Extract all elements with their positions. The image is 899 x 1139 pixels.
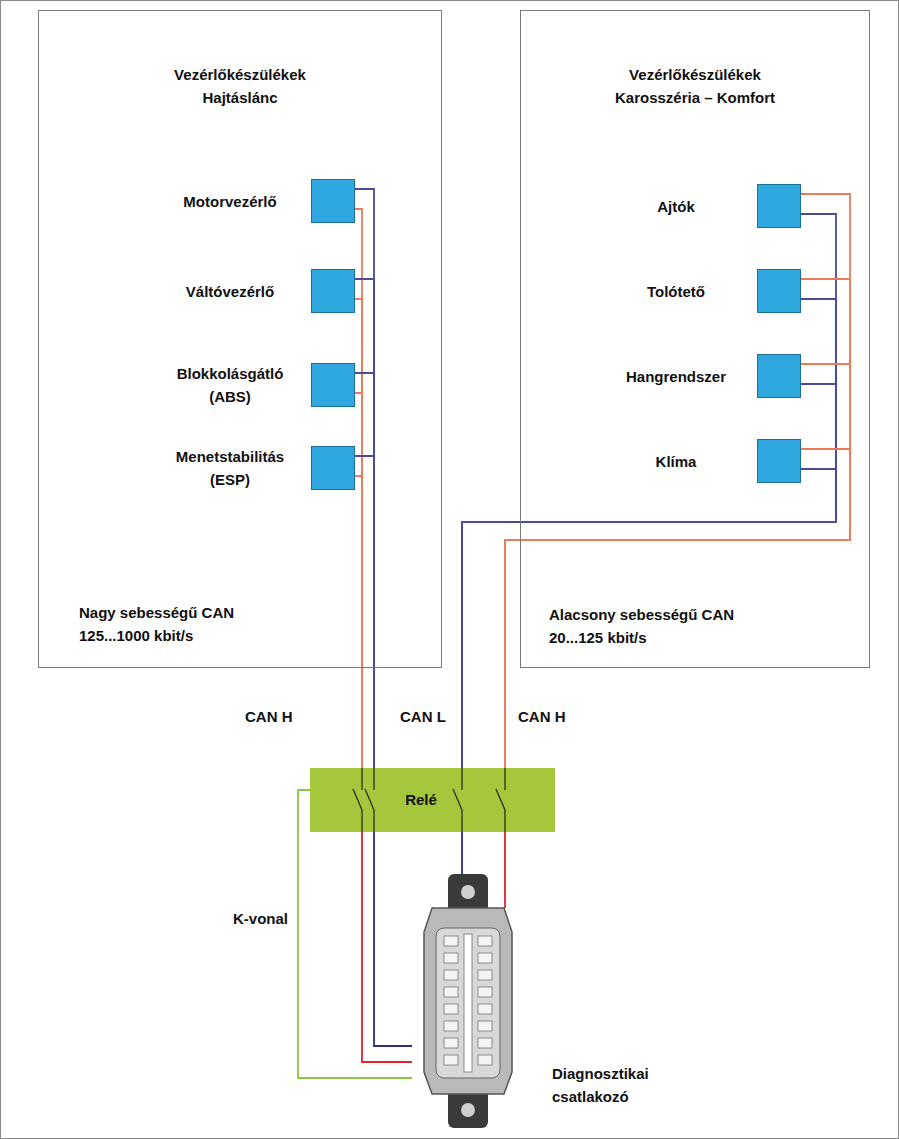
relay-label: Relé bbox=[382, 788, 460, 811]
control-unit-label: Hangrendszer bbox=[610, 365, 742, 388]
bus-wire bbox=[355, 456, 374, 768]
control-unit: Hangrendszer bbox=[757, 354, 801, 398]
bus-speed-note: Nagy sebességű CAN 125...1000 kbit/s bbox=[79, 601, 269, 647]
group-title: Vezérlőkészülékek Karosszéria – Komfort bbox=[595, 63, 795, 109]
control-unit: Menetstabilitás (ESP) bbox=[311, 446, 355, 490]
signal-name: CAN H bbox=[243, 708, 295, 725]
bus-wire bbox=[298, 790, 412, 1078]
control-unit: Motorvezérlő bbox=[311, 179, 355, 223]
ecu-group-box: Vezérlőkészülékek HajtásláncNagy sebessé… bbox=[38, 10, 442, 668]
relay-box: Relé bbox=[310, 768, 555, 832]
control-unit-label: Tolótető bbox=[610, 280, 742, 303]
bus-speed-note: Alacsony sebességű CAN 20...125 kbit/s bbox=[549, 603, 739, 649]
ecu-group-box: Vezérlőkészülékek Karosszéria – KomfortA… bbox=[520, 10, 870, 668]
bus-wire bbox=[362, 832, 412, 1062]
bus-wire bbox=[355, 279, 374, 768]
control-unit-label: Ajtók bbox=[610, 195, 742, 218]
group-title: Vezérlőkészülékek Hajtáslánc bbox=[140, 63, 340, 109]
obd-connector-drawing bbox=[412, 872, 524, 1130]
control-unit: Ajtók bbox=[757, 184, 801, 228]
control-unit-label: Váltóvezérlő bbox=[164, 280, 296, 303]
control-unit-label: Blokkolásgátló (ABS) bbox=[164, 362, 296, 408]
bus-wire bbox=[355, 373, 374, 768]
signal-name: CAN H bbox=[516, 708, 568, 725]
control-unit: Váltóvezérlő bbox=[311, 269, 355, 313]
connector-label: Diagnosztikai csatlakozó bbox=[552, 1062, 672, 1108]
control-unit-label: Menetstabilitás (ESP) bbox=[164, 445, 296, 491]
control-unit: Klíma bbox=[757, 439, 801, 483]
control-unit-label: Motorvezérlő bbox=[164, 190, 296, 213]
control-unit-label: Klíma bbox=[610, 450, 742, 473]
diagnostic-connector: Diagnosztikai csatlakozó bbox=[412, 872, 524, 1130]
bus-wire bbox=[355, 189, 374, 768]
signal-name: CAN L bbox=[398, 708, 448, 725]
line-label: K-vonal bbox=[231, 910, 290, 927]
control-unit: Blokkolásgátló (ABS) bbox=[311, 363, 355, 407]
control-unit: Tolótető bbox=[757, 269, 801, 313]
